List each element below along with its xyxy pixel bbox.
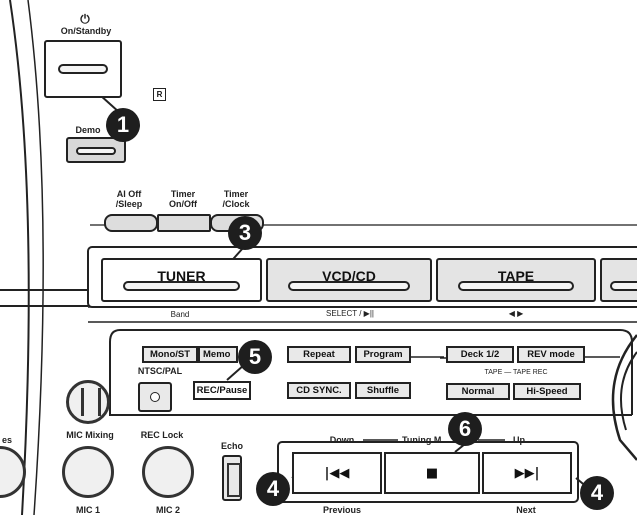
vcd-cd-label: VCD/CD [322,268,376,284]
previous-button[interactable]: |◀◀ [292,452,382,494]
rev-mode-button[interactable]: REV mode [517,346,585,363]
button-slot [458,281,574,291]
deck-1-2-button[interactable]: Deck 1/2 [446,346,514,363]
callout-6: 6 [448,412,482,446]
tape-button[interactable]: TAPE [436,258,596,302]
button-slot [76,147,116,155]
ntsc-pal-label: NTSC/PAL [137,366,183,376]
next-label: Next [516,505,536,515]
memo-button[interactable]: Memo [198,346,238,363]
button-slot [123,281,240,291]
demo-button[interactable] [66,137,126,163]
remote-sensor-mark: R [153,88,166,101]
demo-label: Demo [75,125,101,135]
next-button[interactable]: ▶▶| [482,452,572,494]
tape-direction-label: ◀ ▶ [508,309,524,318]
timer-clock-line2: /Clock [222,199,250,209]
ai-off-line1: AI Off [116,189,142,199]
partial-label: es [1,435,12,445]
timer-onoff-line1: Timer [170,189,196,199]
stop-button[interactable]: ■ [384,452,480,494]
callout-4-left: 4 [256,472,290,506]
normal-speed-button[interactable]: Normal [446,383,510,400]
ai-off-line2: /Sleep [115,199,143,209]
callout-3: 3 [228,216,262,250]
ntsc-pal-button[interactable] [138,382,172,412]
previous-label: Previous [322,505,362,515]
callout-5: 5 [238,340,272,374]
select-play-pause-label: SELECT / ▶|| [326,309,374,318]
mic1-jack[interactable] [62,446,114,498]
switch-slider [227,463,241,497]
button-slot [610,281,637,291]
up-label: Up [513,435,525,445]
timer-onoff-label: Timer On/Off [157,189,209,209]
mic2-jack[interactable] [142,446,194,498]
knob-grip [81,388,101,416]
button-slot [58,64,108,74]
vcd-cd-button[interactable]: VCD/CD [266,258,432,302]
partial-source-button[interactable] [600,258,637,302]
program-button[interactable]: Program [355,346,411,363]
hi-speed-button[interactable]: Hi-Speed [513,383,581,400]
mic-mixing-label: MIC Mixing [66,430,114,440]
tape-rec-label: TAPE — TAPE REC [484,369,548,376]
timer-clock-label: Timer /Clock [210,189,262,209]
rec-pause-button[interactable]: REC/Pause [193,381,251,400]
mic2-label: MIC 2 [155,505,180,515]
on-standby-label: On/Standby [60,26,112,36]
mono-st-button[interactable]: Mono/ST [142,346,198,363]
on-standby-button[interactable] [44,40,122,98]
band-label: Band [170,310,190,319]
button-slot [288,281,410,291]
callout-4-right: 4 [580,476,614,510]
mic-mixing-knob[interactable] [66,380,110,424]
timer-clock-line1: Timer [223,189,249,199]
cd-sync-button[interactable]: CD SYNC. [287,382,351,399]
shuffle-button[interactable]: Shuffle [355,382,411,399]
mic1-label: MIC 1 [75,505,100,515]
ai-off-sleep-label: AI Off /Sleep [104,189,154,209]
echo-label: Echo [220,441,243,451]
tape-label: TAPE [497,268,535,284]
tuner-button[interactable]: TUNER [101,258,262,302]
timer-onoff-line2: On/Off [169,199,197,209]
ai-off-sleep-button[interactable] [104,214,158,232]
down-label: Down [329,435,355,445]
callout-1: 1 [106,108,140,142]
echo-switch[interactable] [222,455,242,501]
tuner-label: TUNER [157,268,206,284]
repeat-button[interactable]: Repeat [287,346,351,363]
tuning-mode-label: Tuning M [402,435,442,445]
power-icon: ⏻ [80,12,90,26]
rec-lock-label: REC Lock [140,430,184,440]
timer-onoff-button[interactable] [157,214,211,232]
ntsc-pal-indicator [150,392,160,402]
